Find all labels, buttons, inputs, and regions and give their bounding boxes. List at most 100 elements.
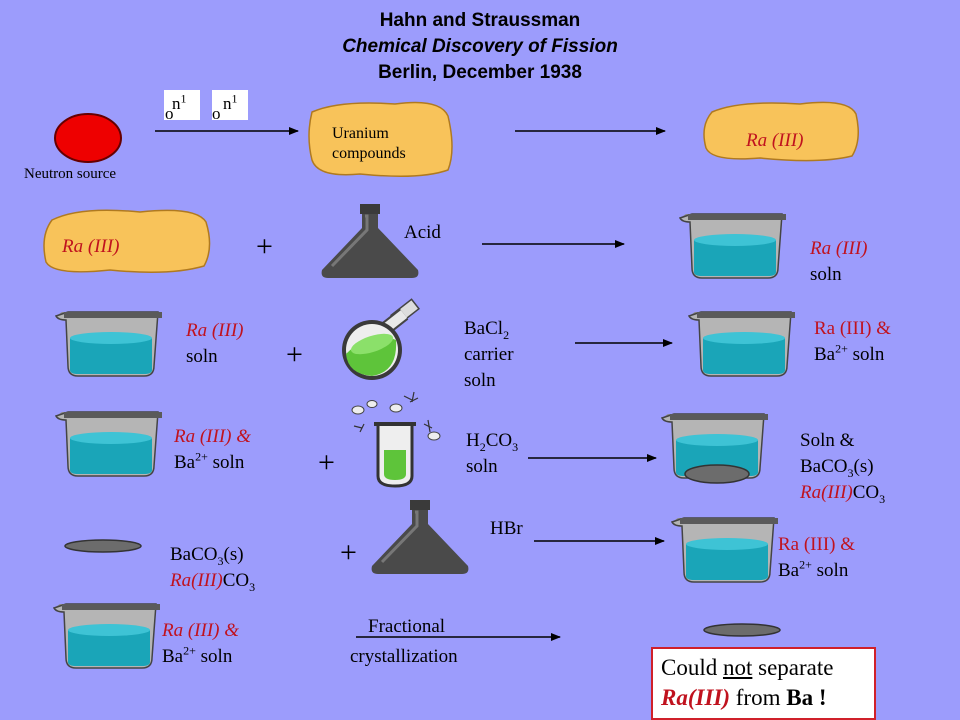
ra-reactant-r2: Ra (III) — [62, 236, 120, 257]
soln-and-r4: Soln & — [800, 430, 855, 451]
soln-r3: soln — [847, 344, 885, 365]
bacl2-line1: BaCl2 — [464, 316, 514, 342]
ra-ba-r3-line1: Ra (III) & — [814, 318, 892, 339]
baco-r5: BaCO — [170, 544, 218, 565]
uranium-blob — [308, 101, 453, 177]
acid-label: Acid — [404, 222, 441, 243]
ba-r6-sup: 2+ — [183, 643, 196, 658]
plus-r3: + — [286, 338, 303, 371]
ra-ba-r4-line1: Ra (III) & — [174, 426, 252, 447]
uranium-label: Uranium compounds — [332, 124, 406, 164]
plus-r2: + — [256, 230, 273, 263]
beaker-icon-r5 — [671, 517, 779, 583]
soln-r5: soln — [811, 560, 849, 581]
ra-soln-r2: Ra (III) soln — [810, 236, 868, 288]
bacl2-label: BaCl2 carrier soln — [464, 316, 514, 394]
h2co3-h-sub: 2 — [479, 439, 486, 454]
h2co3-line2: soln — [466, 456, 498, 477]
ra-blob-row2 — [43, 209, 211, 273]
bacl2-line2: carrier — [464, 344, 514, 365]
raco-r4-co: CO — [852, 482, 880, 503]
precipitate-disc-r6 — [703, 623, 781, 637]
baco-r5-sub: 3 — [217, 553, 224, 568]
soln-r6: soln — [195, 646, 233, 667]
h2co3-label: H2CO3 soln — [466, 428, 518, 480]
title-line2: Chemical Discovery of Fission — [342, 36, 618, 57]
ra-soln-r2-line2: soln — [810, 264, 842, 285]
neutron-symbol: n1 — [172, 91, 187, 114]
neutron-mass: 1 — [231, 91, 238, 106]
soln-r4: soln — [207, 452, 245, 473]
ba-r6: Ba — [162, 646, 184, 667]
plus-r5: + — [340, 536, 357, 569]
neutron-symbol-text: n — [172, 94, 181, 113]
raco-r5-ra: Ra(III) — [170, 570, 223, 591]
ra-ba-r6-line1: Ra (III) & — [162, 620, 240, 641]
ba-r4: Ba — [174, 452, 196, 473]
ba-r4-sup: 2+ — [195, 449, 208, 464]
neutron-source-label: Neutron source — [24, 166, 117, 182]
ra-ba-soln-r3: Ra (III) & Ba2+ soln — [814, 316, 891, 368]
ra-ba-soln-r4: Ra (III) & Ba2+ soln — [174, 424, 251, 476]
raco-r5-co: CO — [222, 570, 250, 591]
title-line1: Hahn and Straussman — [379, 10, 581, 31]
ra-ba-soln-r5: Ra (III) & Ba2+ soln — [778, 532, 855, 584]
conclusion-ra: Ra(III) — [661, 685, 731, 710]
ra-soln-r3-line1: Ra (III) — [186, 320, 244, 341]
precipitate-label-r5: BaCO3(s) Ra(III)CO3 — [170, 542, 255, 594]
conclusion-ba: Ba ! — [786, 685, 827, 710]
neutron-symbol-text: n — [223, 94, 232, 113]
precipitate-disc-r5 — [64, 539, 142, 553]
conclusion-part2: separate — [752, 655, 834, 680]
uranium-line1: Uranium — [332, 125, 389, 142]
beaker-icon-r4a — [55, 411, 163, 477]
neutron-box-1: o n1 — [164, 90, 200, 123]
crystallization-label: crystallization — [350, 646, 458, 667]
neutron-mass: 1 — [180, 91, 187, 106]
raco-r4-ra: Ra(III) — [800, 482, 853, 503]
beaker-icon-r3a — [55, 311, 163, 377]
plus-r4: + — [318, 446, 335, 479]
ba-r5-sup: 2+ — [799, 557, 812, 572]
beaker-icon-r6 — [53, 603, 161, 669]
page-title: Hahn and Straussman Chemical Discovery o… — [0, 8, 960, 86]
h2co3-co-sub: 3 — [512, 439, 519, 454]
conclusion-part1: Could — [661, 655, 723, 680]
hbr-flask-icon — [370, 498, 470, 576]
neutron-source-icon — [54, 113, 122, 163]
bacl2-flask-icon — [342, 298, 420, 380]
bacl2-sub: 2 — [503, 327, 510, 342]
neutron-symbol: n1 — [223, 91, 238, 114]
ba-r3-sup: 2+ — [835, 341, 848, 356]
ba-r3: Ba — [814, 344, 836, 365]
beaker-icon-r2 — [679, 213, 787, 279]
neutron-box-2: o n1 — [212, 90, 248, 123]
neutron-charge: o — [165, 104, 174, 123]
fractional-label: Fractional — [368, 616, 446, 637]
ra-soln-r3-line2: soln — [186, 346, 218, 367]
ra-blob-row1 — [703, 101, 859, 162]
baco-r4-sub: 3 — [847, 465, 854, 480]
ra-ba-soln-r6: Ra (III) & Ba2+ soln — [162, 618, 239, 670]
raco-r4-sub: 3 — [879, 491, 886, 506]
baco-r5-state: (s) — [223, 544, 244, 565]
uranium-line2: compounds — [332, 145, 406, 162]
beaker-icon-r3b — [688, 311, 796, 377]
ba-r5: Ba — [778, 560, 800, 581]
baco-r4-state: (s) — [853, 456, 874, 477]
bacl2-formula: BaCl — [464, 318, 504, 339]
ra-soln-r3: Ra (III) soln — [186, 318, 244, 370]
conclusion-box: Could not separate Ra(III) from Ba ! — [651, 647, 876, 720]
title-line3: Berlin, December 1938 — [378, 62, 582, 83]
ra-soln-r2-line1: Ra (III) — [810, 238, 868, 259]
h2co3-co: CO — [485, 430, 513, 451]
neutron-charge: o — [212, 104, 221, 123]
hbr-label: HBr — [490, 518, 523, 539]
h2co3-testtube-icon — [351, 391, 441, 488]
beaker-precipitate-icon — [661, 413, 769, 484]
ra-ba-r5-line1: Ra (III) & — [778, 534, 856, 555]
conclusion-part3: from — [730, 685, 787, 710]
baco-r4: BaCO — [800, 456, 848, 477]
bacl2-line3: soln — [464, 370, 496, 391]
